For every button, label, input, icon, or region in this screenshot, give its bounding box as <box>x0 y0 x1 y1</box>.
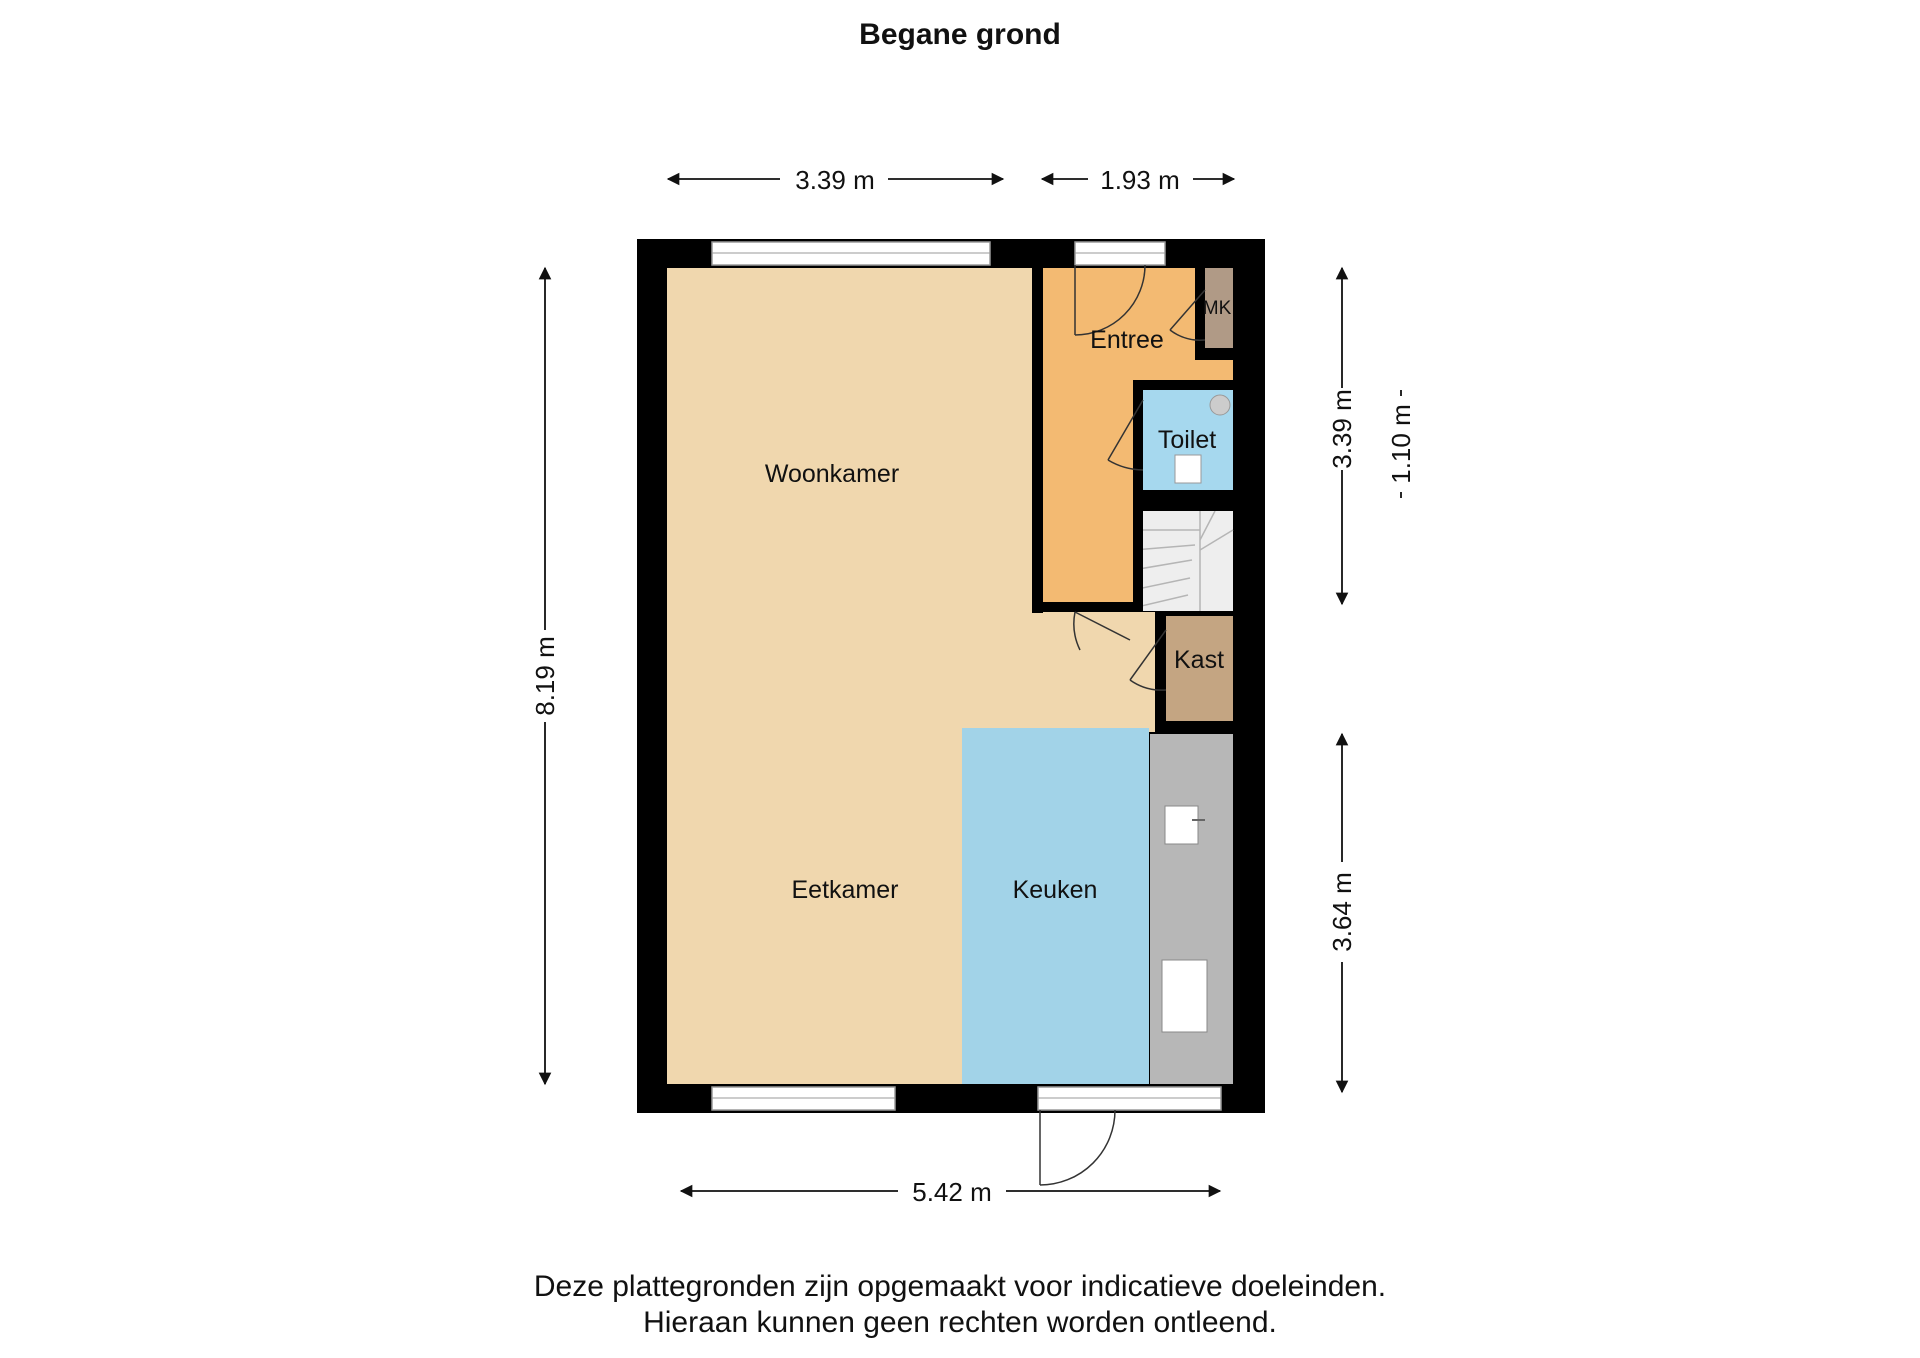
dim-top-left: 3.39 m <box>795 165 875 195</box>
floor-title: Begane grond <box>859 18 1061 51</box>
toilet-bowl <box>1174 454 1202 484</box>
room-label-eetkamer: Eetkamer <box>792 876 899 904</box>
room-label-entree: Entree <box>1090 326 1164 354</box>
dim-right-upper: 3.39 m <box>1327 389 1357 469</box>
dimension-lines <box>538 172 1402 1198</box>
interior-walls <box>1032 268 1233 734</box>
kast-floor <box>1166 616 1233 721</box>
dim-right-small: 1.10 m <box>1386 404 1416 484</box>
dim-left-height: 8.19 m <box>530 636 560 716</box>
room-label-toilet: Toilet <box>1158 426 1216 454</box>
dim-top-right: 1.93 m <box>1100 165 1180 195</box>
disclaimer-line-1: Deze plattegronden zijn opgemaakt voor i… <box>533 1270 1387 1303</box>
room-label-kast: Kast <box>1174 646 1224 674</box>
keuken-floor <box>962 728 1149 1084</box>
room-label-woonkamer: Woonkamer <box>765 460 899 488</box>
dim-bottom: 5.42 m <box>912 1177 992 1207</box>
stove <box>1161 959 1208 1033</box>
kitchen-sink <box>1164 805 1199 845</box>
window-lines <box>712 252 1221 1099</box>
toilet-sink <box>1209 394 1231 416</box>
hall-floor <box>1032 612 1155 732</box>
doors <box>1039 264 1206 1186</box>
dim-right-lower: 3.64 m <box>1327 872 1357 952</box>
room-label-keuken: Keuken <box>1013 876 1098 904</box>
room-label-mk: MK <box>1203 298 1232 319</box>
disclaimer-line-2: Hieraan kunnen geen rechten worden ontle… <box>643 1306 1277 1339</box>
mk-floor <box>1205 268 1233 348</box>
